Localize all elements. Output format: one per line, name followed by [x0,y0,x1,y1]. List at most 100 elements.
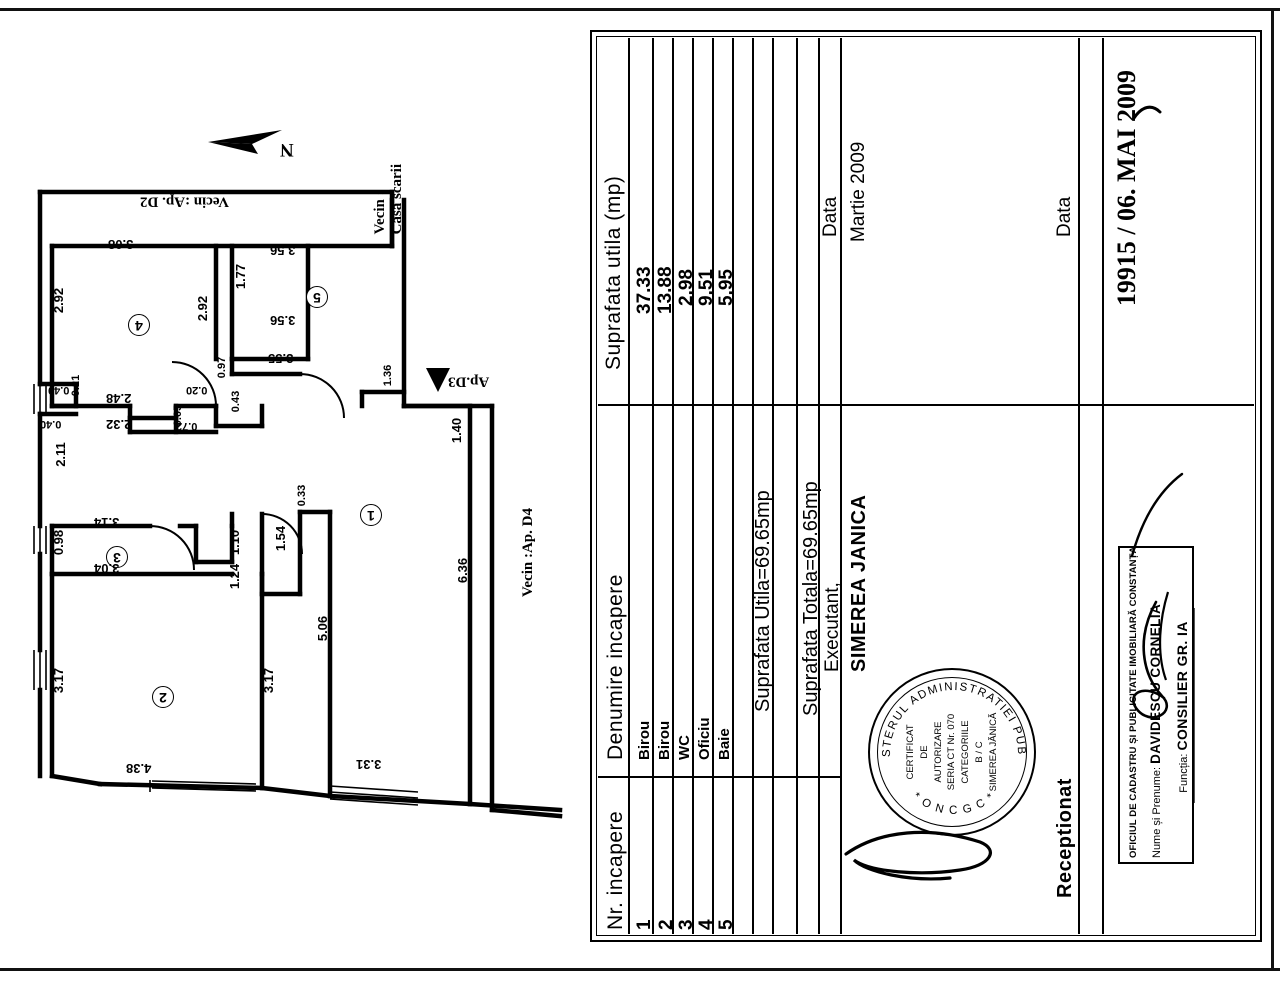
dim-1-36: 1.36 [382,364,395,387]
room-marker-5: 5 [306,286,328,308]
dim-1-10: 1.10 [227,529,243,556]
stamp-inner-ring [877,677,1027,827]
page-border-right [1271,8,1274,971]
entrance-marker-icon [426,368,450,392]
dim-3-17-left: 3.17 [51,667,67,694]
dim-0-21: 0.21 [70,374,83,397]
executant-label: Executant, [822,582,843,672]
table-cell-area-4: 9.51 [696,269,717,306]
window-symbols [33,384,419,806]
receptionat-date-label: Data [1054,196,1075,237]
grid-line [652,38,654,934]
dim-0-20: 0.20 [186,384,208,396]
table-cell-nr-1: 1 [634,919,655,930]
dim-3-31: 3.31 [356,757,382,772]
table-cell-name-5: Baie [716,728,733,760]
dim-0-33: 0.33 [296,484,309,507]
stamp-line-1: DE [918,745,930,759]
receptionat-label: Receptionat [1054,778,1076,898]
table-cell-nr-4: 4 [696,919,717,930]
grid-line [732,38,734,934]
stamp-center-text: CERTIFICAT DE AUTORIZARE SERIA CT Nr. 07… [904,693,1000,811]
dim-4-38: 4.38 [126,761,152,776]
dim-0-05: 0.05 [172,404,185,427]
north-label: N [280,139,294,160]
table-cell-name-4: Oficiu [696,717,713,760]
title-block-inner-frame [596,36,1256,936]
stamp-line-4: CATEGORIILE [959,720,971,784]
table-cell-nr-2: 2 [656,919,677,930]
dim-3-56-bot: 3.56 [270,313,296,328]
dim-2-92-mid: 2.92 [195,295,211,322]
stamp-line-6: SIMEREA JĂNICĂ [987,712,999,792]
table-cell-nr-3: 3 [676,919,697,930]
grid-line [598,404,1254,406]
dim-2-48: 2.48 [106,391,132,406]
executant-date-value: Martie 2009 [848,141,869,242]
dim-1-54: 1.54 [273,525,289,552]
grid-line [796,38,798,934]
table-cell-name-1: Birou [636,720,653,760]
door-arc-entry [299,373,345,419]
stamp-line-2: AUTORIZARE [932,721,944,783]
table-cell-name-2: Birou [656,720,673,760]
dim-3-56-top: 3.56 [270,243,296,258]
room-marker-1: 1 [360,504,382,526]
table-header-denumire: Denumire incapere [604,574,627,760]
neighbor-stairs-line2: Casa scarii [389,164,406,235]
neighbor-label-stairs: Vecin : Casa scarii [372,164,407,234]
neighbor-stairs-line1: Vecin : [372,190,388,235]
dim-0-97: 0.97 [216,356,229,379]
door-arc-room3 [149,525,195,571]
table-cell-area-1: 37.33 [634,266,655,314]
page-border-top [0,8,1280,11]
grid-line [772,38,774,934]
table-cell-area-2: 13.88 [655,266,676,314]
dim-1-24: 1.24 [227,563,243,590]
dim-3-14: 3.14 [94,515,120,530]
grid-line [840,38,842,934]
dim-3-04: 3.04 [94,561,120,576]
room-marker-4: 4 [128,314,150,336]
executant-name: SIMEREA JANICA [848,494,870,672]
grid-line [1078,38,1080,934]
dim-0-40-b: 0.40 [40,418,62,430]
dim-0-98: 0.98 [51,529,67,556]
dim-3-08: 3.08 [108,237,134,252]
door-arc-hall [261,513,303,555]
room-marker-2: 2 [152,686,174,708]
total-totala: Suprafata Totala=69.65mp [800,481,822,716]
stamp-arc-text: MINISTERUL ADMINISTRATIEI PUBLICE * O N … [870,670,1026,817]
grid-line [598,776,840,778]
dim-3-17-right: 3.17 [261,667,277,694]
floor-plan-walls [33,130,563,819]
neighbor-label-north: Vecin :Ap. D2 [140,193,230,210]
total-utila: Suprafata Utila=69.65mp [752,490,774,712]
dim-3-55: 3.55 [268,351,294,366]
reception-signature-tail-icon [1130,472,1184,558]
dim-6-36: 6.36 [455,557,471,584]
executant-date-label: Data [820,196,841,237]
table-cell-area-3: 2.98 [676,269,697,306]
neighbor-label-south: Vecin :Ap. D4 [520,508,536,598]
dim-0-43: 0.43 [230,390,243,413]
floor-plan: N Vecin :Ap. D2 Vecin : Casa scarii Veci… [0,14,580,964]
handwriting-flourish-icon [1132,105,1162,120]
table-header-suprafata: Suprafata utila (mp) [602,175,625,370]
grid-line [672,38,674,934]
dim-1-77: 1.77 [233,263,249,290]
neighbor-label-apd3: Ap.D3 [448,373,490,390]
grid-line [1102,38,1104,934]
grid-line [692,38,694,934]
dim-1-40: 1.40 [449,417,465,444]
signature-scribble-icon [844,830,992,881]
table-cell-name-3: WC [676,735,693,760]
dim-2-92-left: 2.92 [51,287,67,314]
page-border-bottom [0,968,1280,971]
authorization-stamp: MINISTERUL ADMINISTRATIEI PUBLICE * O N … [868,668,1036,836]
reception-stamp: OFICIUL DE CADASTRU ȘI PUBLICITATE IMOBI… [1118,546,1195,864]
north-arrow-icon [208,130,282,154]
grid-line [628,38,630,934]
reception-signature-icon [1132,591,1170,719]
grid-line [752,38,754,934]
